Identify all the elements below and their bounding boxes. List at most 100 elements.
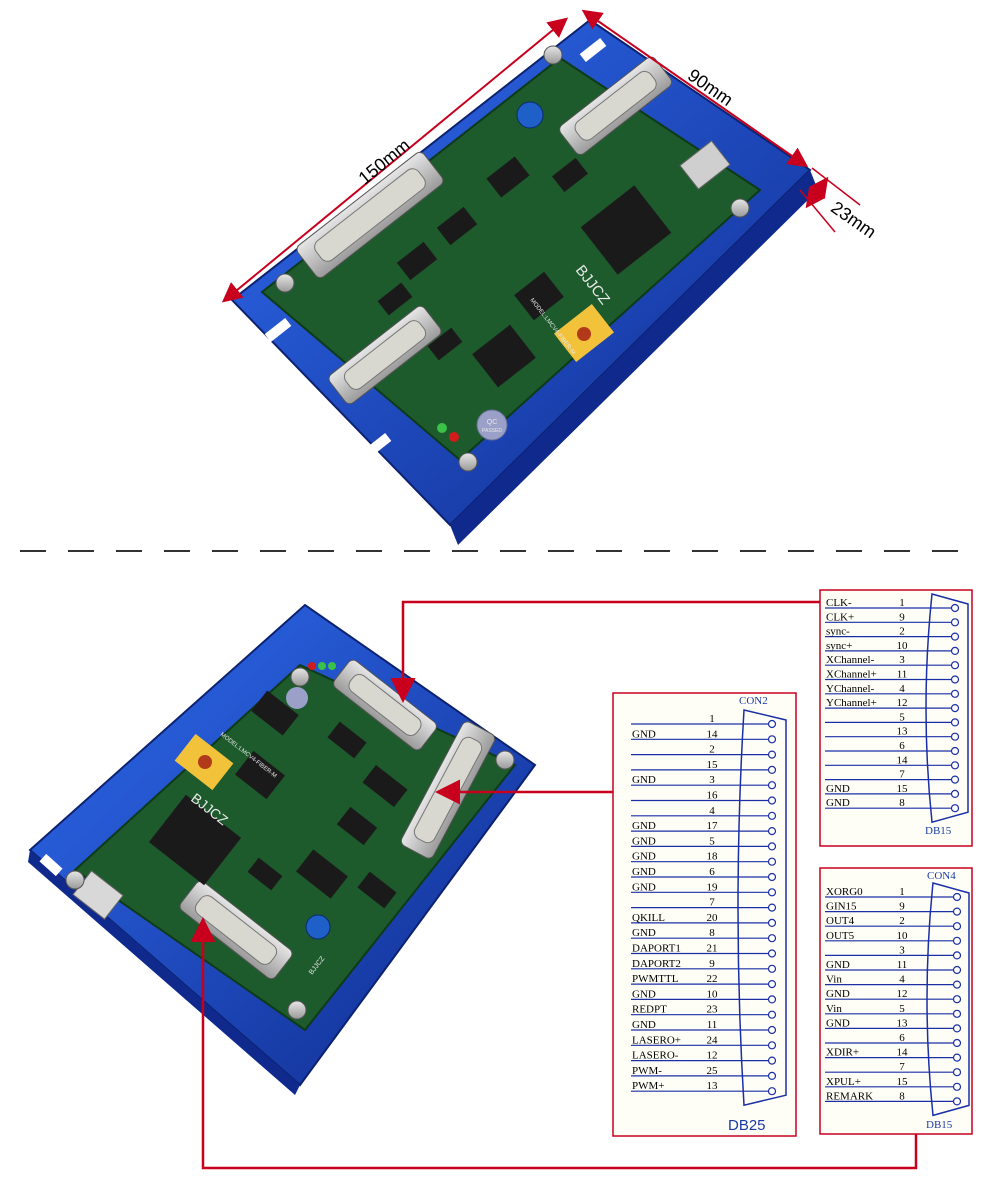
db15_top-pin-row: 5 bbox=[825, 711, 960, 727]
pin-number: 9 bbox=[899, 611, 905, 623]
pin-number: 12 bbox=[707, 1050, 718, 1062]
db15_top-pin-row: YChannel-4 bbox=[825, 683, 960, 698]
pin-circle bbox=[767, 842, 777, 851]
pin-circle bbox=[767, 781, 777, 790]
pin-name: GND bbox=[632, 728, 656, 740]
pin-circle bbox=[952, 1024, 962, 1033]
pin-circle bbox=[950, 718, 960, 727]
pin-name: GND bbox=[826, 959, 850, 971]
pin-number: 7 bbox=[899, 769, 905, 781]
db15_top-connector-outline bbox=[925, 593, 969, 824]
pin-name: Vin bbox=[826, 1003, 842, 1015]
pin-circle bbox=[950, 746, 960, 756]
pin-circle bbox=[767, 964, 777, 973]
pin-number: 18 bbox=[707, 851, 719, 863]
pin-number: 12 bbox=[897, 697, 908, 709]
pin-name: YChannel- bbox=[826, 683, 875, 695]
pin-number: 25 bbox=[707, 1065, 719, 1077]
con2-pin-row: 4 bbox=[631, 805, 777, 820]
db15_top-pin-row: sync+10 bbox=[825, 640, 960, 656]
pin-circle bbox=[950, 675, 960, 684]
pin-number: 23 bbox=[707, 1004, 719, 1016]
pin-number: 10 bbox=[707, 988, 719, 1000]
con4-pin-row: XDIR+14 bbox=[825, 1047, 962, 1062]
pin-number: 7 bbox=[899, 1061, 905, 1073]
pin-name: REMARK bbox=[826, 1090, 873, 1102]
pin-circle bbox=[952, 1068, 962, 1077]
pin-name: XORG0 bbox=[826, 886, 863, 898]
pin-circle bbox=[952, 1053, 962, 1062]
pin-circle bbox=[952, 1009, 962, 1018]
pin-circle bbox=[767, 918, 777, 928]
pin-number: 15 bbox=[707, 759, 719, 771]
pin-name: PWMTTL bbox=[632, 973, 679, 985]
pin-number: 3 bbox=[899, 654, 905, 666]
pin-name: GND bbox=[826, 1017, 850, 1029]
db15_top-pin-row: XChannel-3 bbox=[825, 654, 960, 670]
con2-pin-row: PWM-25 bbox=[631, 1065, 777, 1081]
pin-circle bbox=[767, 1010, 777, 1019]
pin-circle bbox=[767, 796, 777, 805]
pin-circle bbox=[767, 934, 777, 943]
pin-circle bbox=[767, 995, 777, 1004]
pin-number: 13 bbox=[707, 1080, 719, 1092]
pin-name: GND bbox=[632, 927, 656, 939]
pin-circle bbox=[952, 922, 962, 931]
enclosure-side bbox=[450, 170, 818, 545]
pin-name: DAPORT2 bbox=[632, 958, 681, 970]
db15_top-pin-row: XChannel+11 bbox=[825, 669, 960, 684]
con2-pin-row: 16 bbox=[631, 790, 777, 805]
pin-circle bbox=[952, 951, 962, 960]
pin-number: 6 bbox=[709, 866, 715, 878]
pin-name: XDIR+ bbox=[826, 1047, 859, 1059]
con4-connector-outline bbox=[926, 882, 970, 1117]
pin-name: OUT4 bbox=[826, 915, 855, 927]
pin-number: 17 bbox=[707, 820, 719, 832]
dim-line-width bbox=[581, 9, 809, 168]
pin-name: Vin bbox=[826, 974, 842, 986]
db15_top-pin-row: sync-2 bbox=[825, 626, 960, 641]
con2-pin-row: 15 bbox=[631, 759, 777, 775]
con2-pin-row: PWM+ 13 bbox=[631, 1080, 777, 1096]
pin-number: 8 bbox=[709, 927, 715, 939]
pin-number: 4 bbox=[899, 974, 905, 986]
qc-passed-label: PASSED bbox=[482, 428, 502, 434]
pin-circle bbox=[950, 761, 960, 770]
dim-height-label: 23mm bbox=[827, 197, 879, 242]
db15-connector-upper bbox=[333, 659, 437, 751]
leader-db15-top bbox=[390, 600, 820, 703]
con2-connector-outline bbox=[737, 709, 787, 1107]
pin-name: GND bbox=[826, 797, 850, 809]
db15_top-pin-row: 13 bbox=[825, 726, 960, 741]
pin-number: 22 bbox=[707, 973, 718, 985]
con2-pin-row: 7 bbox=[631, 897, 777, 912]
pin-number: 5 bbox=[709, 835, 715, 847]
pin-number: 5 bbox=[899, 711, 905, 723]
pin-name: OUT5 bbox=[826, 930, 855, 942]
pin-name: GND bbox=[632, 774, 656, 786]
pin-number: 5 bbox=[899, 1003, 905, 1015]
pin-circle bbox=[950, 618, 960, 627]
db15-top-title: DB15 bbox=[925, 825, 952, 837]
pin-number: 2 bbox=[709, 744, 715, 756]
pin-circle bbox=[767, 949, 777, 958]
pin-circle bbox=[767, 750, 777, 759]
con2-footer: DB25 bbox=[728, 1117, 766, 1134]
pin-name: CLK+ bbox=[826, 611, 854, 623]
pin-circle bbox=[767, 857, 777, 866]
pin-name: GND bbox=[632, 1019, 656, 1031]
dim-line-length bbox=[221, 17, 569, 303]
pin-name: PWM+ bbox=[632, 1080, 664, 1092]
pin-number: 21 bbox=[707, 943, 718, 955]
pin-name: XPUL+ bbox=[826, 1076, 861, 1088]
con4-pin-row: XPUL+15 bbox=[825, 1076, 962, 1091]
db15_top-pin-row: YChannel+12 bbox=[825, 697, 960, 713]
con4-pin-row: 6 bbox=[825, 1032, 962, 1048]
con2-pin-row: PWMTTL 22 bbox=[631, 973, 777, 989]
